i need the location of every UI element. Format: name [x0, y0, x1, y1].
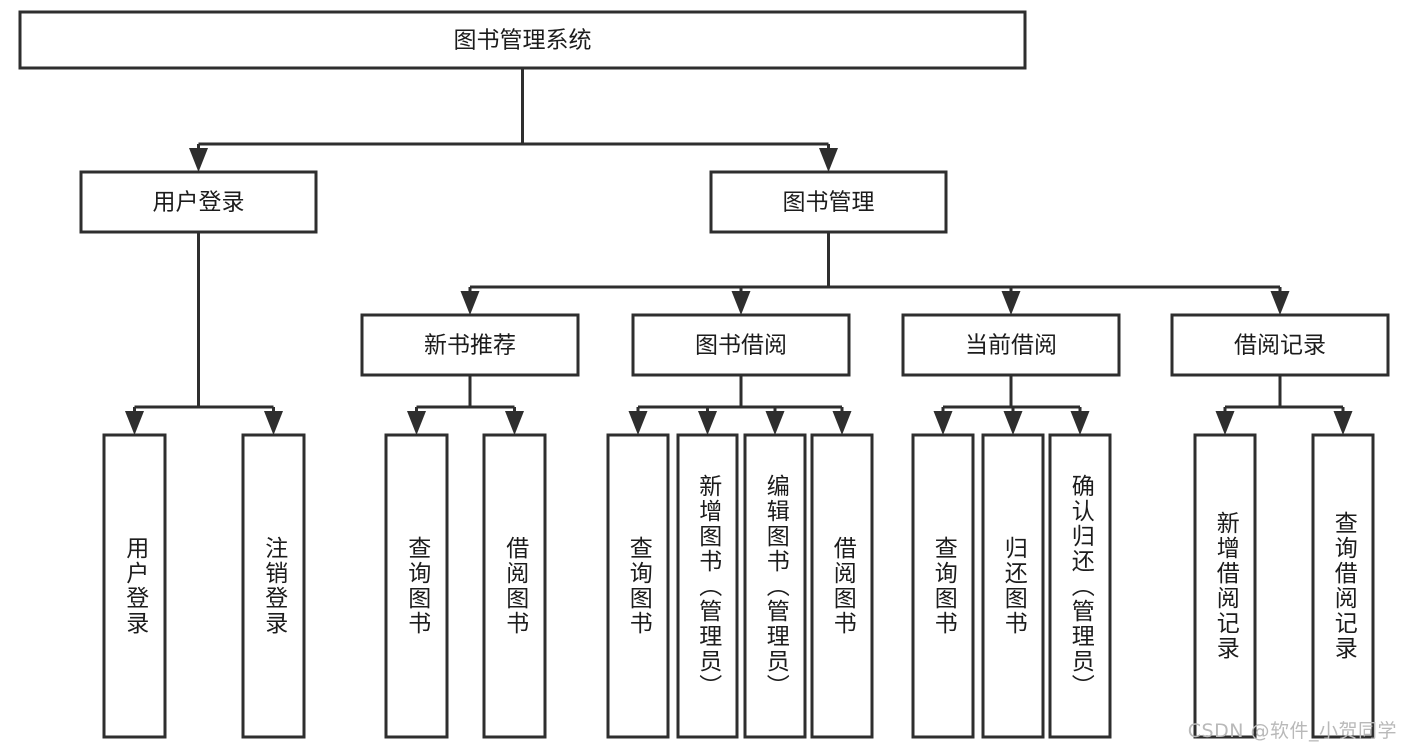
csdn-watermark: CSDN @软件_小贺同学	[1187, 720, 1397, 742]
connector-arrowhead	[1270, 291, 1290, 315]
connector-arrowhead	[832, 411, 852, 435]
connector-arrowhead	[264, 411, 283, 435]
node-box-leaf-query-borrow-record[interactable]	[1311, 433, 1375, 739]
connector-arrowhead	[1215, 411, 1235, 435]
connector-arrowhead	[125, 411, 144, 435]
node-label-borrow-record: 借阅记录	[1234, 333, 1326, 359]
node-label-root: 图书管理系统	[454, 28, 592, 54]
connector-arrowhead	[1003, 411, 1023, 435]
connector-arrowhead	[698, 411, 717, 435]
connector-arrowhead	[765, 411, 785, 435]
connector-arrowhead	[1333, 411, 1353, 435]
node-box-borrow-record[interactable]	[1170, 313, 1390, 377]
connector-arrowhead	[1070, 411, 1090, 435]
node-box-leaf-query-book-rec[interactable]	[384, 433, 449, 739]
node-box-layer	[18, 10, 1390, 739]
node-label-book-manage: 图书管理	[783, 190, 875, 216]
connector-arrowhead	[460, 291, 480, 315]
node-box-book-manage[interactable]	[709, 170, 948, 234]
node-label-current-borrow: 当前借阅	[965, 333, 1057, 359]
connector-arrowhead	[189, 148, 208, 172]
node-box-leaf-return-book[interactable]	[981, 433, 1045, 739]
connector-arrowhead	[407, 411, 426, 435]
node-box-root[interactable]	[18, 10, 1027, 70]
node-box-new-book-recommend[interactable]	[360, 313, 580, 377]
connector-arrowhead	[933, 411, 953, 435]
node-box-leaf-user-logout[interactable]	[241, 433, 306, 739]
connector-arrowhead	[819, 148, 838, 172]
node-box-leaf-query-book-current[interactable]	[911, 433, 975, 739]
node-box-leaf-confirm-return[interactable]	[1048, 433, 1112, 739]
connector-arrowhead	[1001, 291, 1021, 315]
connector-arrowhead	[731, 291, 751, 315]
node-box-leaf-add-borrow-record[interactable]	[1193, 433, 1257, 739]
node-box-leaf-add-book[interactable]	[676, 433, 739, 739]
node-box-leaf-borrow-book-rec[interactable]	[482, 433, 547, 739]
node-box-book-borrow[interactable]	[631, 313, 851, 377]
node-label-book-borrow: 图书借阅	[695, 333, 787, 359]
node-box-user-login[interactable]	[79, 170, 318, 234]
node-box-current-borrow[interactable]	[901, 313, 1121, 377]
node-label-user-login: 用户登录	[153, 190, 245, 216]
node-label-new-book-recommend: 新书推荐	[424, 333, 516, 359]
node-box-leaf-query-book-borrow[interactable]	[606, 433, 670, 739]
node-box-leaf-edit-book[interactable]	[743, 433, 807, 739]
connector-layer	[125, 68, 1353, 435]
connector-arrowhead	[505, 411, 524, 435]
node-box-leaf-borrow-book[interactable]	[810, 433, 874, 739]
connector-arrowhead	[628, 411, 648, 435]
node-box-leaf-user-login[interactable]	[102, 433, 167, 739]
